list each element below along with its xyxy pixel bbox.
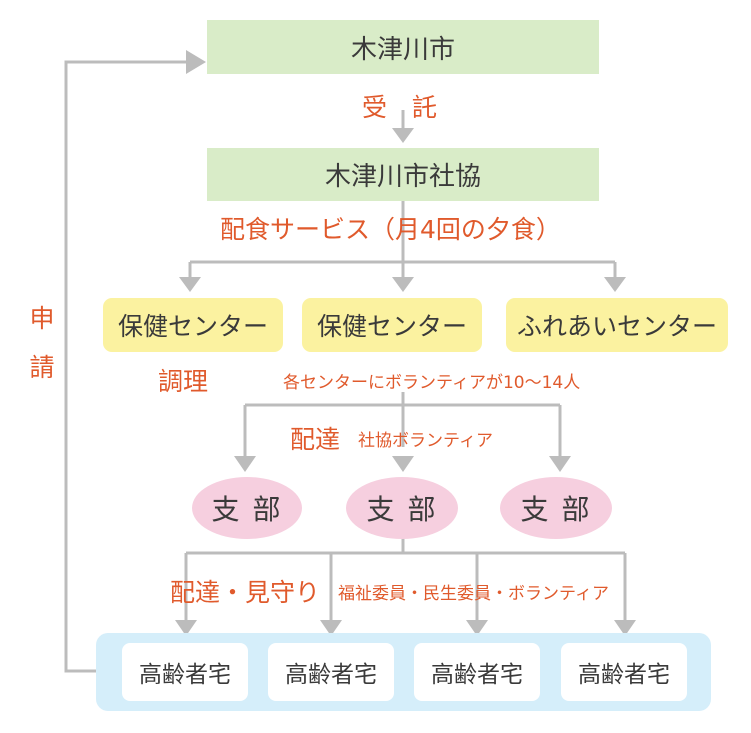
meal-service-label: 配食サービス（月4回の夕食） (220, 215, 561, 244)
home-label: 高齢者宅 (431, 662, 523, 688)
arrowhead (392, 128, 414, 143)
delivery-watch-label: 配達・見守り (170, 578, 321, 607)
cooking-label: 調理 (158, 367, 209, 396)
home-box: 高齢者宅 (561, 643, 687, 701)
council-box: 木津川市社協 (207, 148, 599, 201)
arrowhead (614, 620, 636, 636)
center-label: 保健センター (117, 312, 268, 341)
volunteer-count-label: 各センターにボランティアが10〜14人 (283, 373, 581, 393)
home-box: 高齢者宅 (414, 643, 540, 701)
arrowhead (392, 277, 414, 292)
home-label: 高齢者宅 (139, 662, 231, 688)
arrowhead (549, 456, 571, 472)
consign-label: 受 託 (362, 93, 438, 122)
home-label: 高齢者宅 (285, 662, 377, 688)
center-box: 保健センター (302, 298, 482, 352)
center-box: ふれあいセンター (506, 298, 728, 352)
arrowhead (466, 620, 488, 636)
arrowhead (175, 620, 197, 636)
arrowhead (234, 456, 256, 472)
home-box: 高齢者宅 (268, 643, 394, 701)
watch-who-label: 福祉委員・民生委員・ボランティア (338, 584, 609, 604)
city-box: 木津川市 (207, 20, 599, 74)
delivery-label: 配達 (290, 425, 341, 454)
arrowhead (186, 50, 206, 74)
branch-ellipse: 支 部 (346, 477, 458, 539)
branch-label: 支 部 (366, 493, 438, 526)
council-label: 木津川市社協 (324, 162, 481, 192)
city-label: 木津川市 (350, 34, 455, 65)
branch-label: 支 部 (211, 493, 283, 526)
center-box: 保健センター (103, 298, 283, 352)
home-box: 高齢者宅 (122, 643, 248, 701)
arrowhead (392, 456, 414, 472)
delivery-who-label: 社協ボランティア (358, 431, 493, 451)
branch-ellipse: 支 部 (192, 477, 302, 539)
arrowhead (320, 620, 342, 636)
branch-label: 支 部 (520, 493, 592, 526)
arrowhead (604, 277, 626, 292)
home-label: 高齢者宅 (578, 662, 670, 688)
arrowhead (179, 277, 201, 292)
branch-ellipse: 支 部 (500, 477, 612, 539)
center-label: 保健センター (316, 312, 467, 341)
apply-label: 申 請 (26, 305, 55, 387)
center-label: ふれあいセンター (516, 312, 717, 341)
